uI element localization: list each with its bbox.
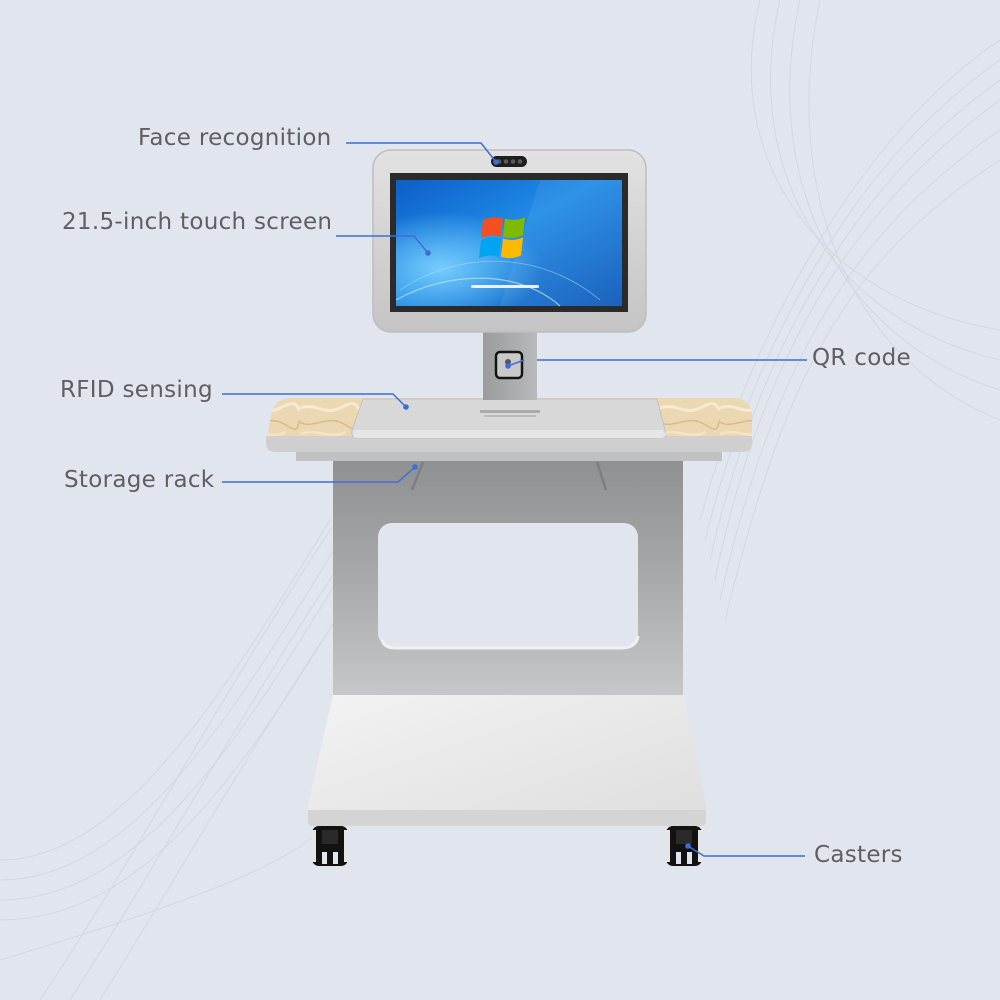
label-storage-rack: Storage rack bbox=[64, 467, 215, 493]
caster-left bbox=[312, 826, 348, 866]
boot-progress-bar bbox=[471, 285, 539, 288]
storage-rack-hook bbox=[410, 461, 425, 491]
caster-right bbox=[666, 826, 702, 866]
callout-line-face bbox=[346, 142, 497, 163]
camera-module bbox=[491, 156, 527, 167]
frame-cutout bbox=[378, 523, 638, 647]
callout-line-screen bbox=[336, 235, 429, 254]
base-shelf bbox=[307, 690, 707, 822]
windows-logo-icon bbox=[479, 217, 525, 259]
callout-line-rack bbox=[222, 466, 416, 483]
label-touch-screen: 21.5-inch touch screen bbox=[62, 209, 333, 235]
label-qr-code: QR code bbox=[812, 345, 911, 371]
callout-line-casters bbox=[687, 845, 805, 857]
label-casters: Casters bbox=[814, 842, 903, 868]
label-rfid-sensing: RFID sensing bbox=[60, 377, 213, 403]
callout-line-rfid bbox=[222, 393, 407, 408]
label-face-recognition: Face recognition bbox=[138, 125, 332, 151]
